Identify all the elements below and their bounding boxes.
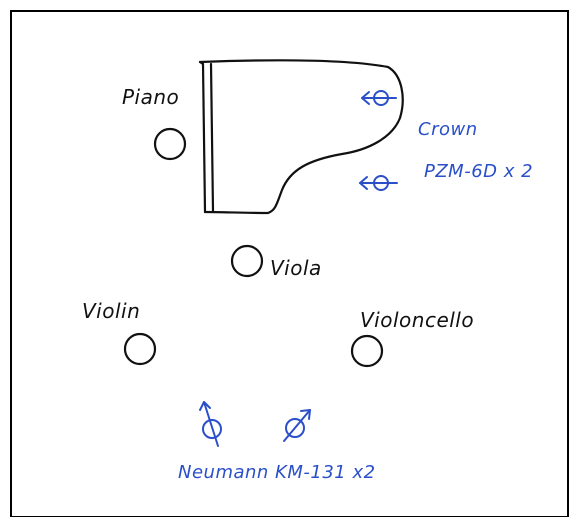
violoncello-label: Violoncello <box>360 308 474 332</box>
crown-brand-label: Crown <box>418 119 478 140</box>
crown-model-label: PZM-6D x 2 <box>424 161 533 182</box>
frame-border <box>10 10 569 517</box>
viola-player-circle <box>230 244 264 278</box>
grand-piano-shape <box>198 59 404 215</box>
viola-label: Viola <box>270 256 322 280</box>
boundary-mic-icon <box>361 90 397 106</box>
piano-player-circle <box>153 127 187 161</box>
piano-label: Piano <box>122 85 179 109</box>
neumann-label: Neumann KM-131 x2 <box>178 462 376 483</box>
violin-label: Violin <box>82 299 140 323</box>
pair-omni-mic-icon <box>199 401 222 447</box>
violin-player-circle <box>123 332 157 366</box>
violoncello-player-circle <box>350 334 384 368</box>
pair-omni-mic-icon <box>283 409 311 442</box>
boundary-mic-icon <box>359 175 398 191</box>
